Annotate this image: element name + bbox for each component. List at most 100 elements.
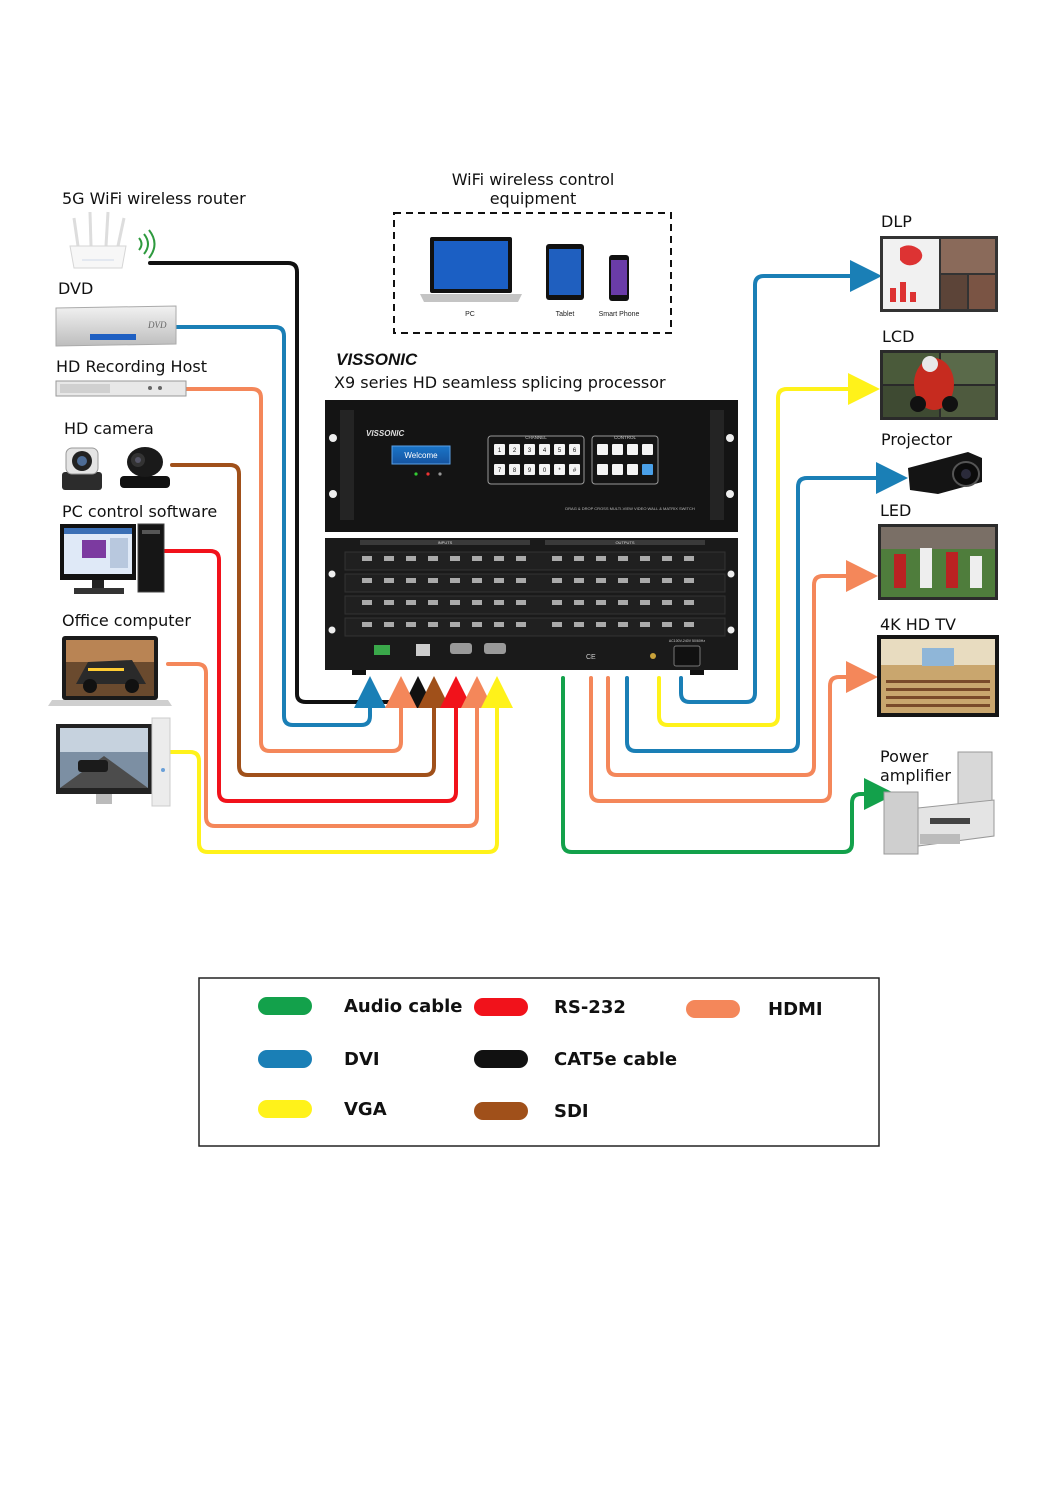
ground-screw xyxy=(650,653,656,659)
tv-device: 4K HD TV xyxy=(877,615,999,717)
output-port xyxy=(662,600,672,605)
control-dashed-box xyxy=(393,212,672,334)
output-port xyxy=(640,622,650,627)
channel-key-label: 9 xyxy=(528,468,532,474)
input-port xyxy=(406,622,416,627)
input-port xyxy=(362,556,372,561)
input-port xyxy=(428,600,438,605)
rj45-port xyxy=(416,644,430,656)
input-port xyxy=(516,556,526,561)
led-hdmi-wire xyxy=(606,560,878,777)
rear-ports xyxy=(344,551,726,637)
legend-label: Audio cable xyxy=(344,996,463,1017)
projector-label: Projector xyxy=(881,430,953,449)
amp-label-1: Power xyxy=(880,747,929,766)
channel-key xyxy=(554,444,565,455)
dvd-label: DVD xyxy=(58,279,93,298)
output-port xyxy=(552,578,562,583)
output-port xyxy=(640,578,650,583)
lcd-label: LCD xyxy=(882,327,914,346)
laptop-icon xyxy=(420,237,522,302)
processor-model: X9 series HD seamless splicing processor xyxy=(334,373,666,392)
input-port xyxy=(516,578,526,583)
input-port xyxy=(450,600,460,605)
control-key xyxy=(597,464,608,475)
legend-swatch xyxy=(686,1000,740,1018)
output-port xyxy=(684,556,694,561)
svg-text:CE: CE xyxy=(586,654,596,661)
control-key xyxy=(627,444,638,455)
channel-key xyxy=(524,444,535,455)
legend-label: VGA xyxy=(344,1099,387,1120)
input-port xyxy=(472,578,482,583)
channel-key xyxy=(494,464,505,475)
input-port xyxy=(362,622,372,627)
control-equipment: WiFi wireless control equipment PC Table… xyxy=(393,170,672,334)
channel-key xyxy=(569,464,580,475)
channel-key-label: 7 xyxy=(498,468,502,474)
office-hdmi-wire xyxy=(166,662,493,828)
dlp-label: DLP xyxy=(881,212,912,231)
output-port xyxy=(618,556,628,561)
output-port xyxy=(684,600,694,605)
tablet-icon xyxy=(546,244,584,300)
rs232-port xyxy=(450,643,472,654)
output-port xyxy=(684,622,694,627)
output-port xyxy=(596,622,606,627)
vga-port xyxy=(484,643,506,654)
channel-key-label: # xyxy=(573,468,577,474)
camera-device: HD camera xyxy=(62,419,170,490)
pc-software-label: PC control software xyxy=(62,502,217,521)
channel-key-label: 3 xyxy=(528,448,532,454)
io-card xyxy=(344,551,726,571)
output-port xyxy=(574,578,584,583)
channel-key xyxy=(539,444,550,455)
tv-hdmi-wire xyxy=(589,661,878,803)
input-port xyxy=(516,600,526,605)
input-port xyxy=(406,556,416,561)
control-key xyxy=(642,464,653,475)
pc-rs232-wire xyxy=(162,549,472,803)
input-port xyxy=(472,600,482,605)
input-port xyxy=(384,622,394,627)
projector-dvi-wire xyxy=(625,462,908,753)
output-port xyxy=(662,556,672,561)
dlp-dvi-wire xyxy=(679,260,882,704)
processor: VISSONIC X9 series HD seamless splicing … xyxy=(325,350,738,675)
outputs-label: OUTPUTS xyxy=(615,540,634,545)
input-port xyxy=(362,578,372,583)
projector-device: Projector xyxy=(881,430,982,494)
channel-label: CHANNEL xyxy=(525,435,547,440)
input-port xyxy=(472,622,482,627)
lcd-vga-wire xyxy=(657,373,880,727)
input-port xyxy=(362,600,372,605)
phone-icon xyxy=(609,255,629,301)
monitor-vga-wire xyxy=(168,676,513,854)
terminal-block xyxy=(374,645,390,655)
output-port xyxy=(662,622,672,627)
legend-label: RS-232 xyxy=(554,997,626,1018)
channel-key-label: 8 xyxy=(513,468,517,474)
io-card xyxy=(344,617,726,637)
output-port xyxy=(684,578,694,583)
tv-label: 4K HD TV xyxy=(880,615,956,634)
control-key xyxy=(612,464,623,475)
output-port xyxy=(574,556,584,561)
panel-footer: DRAG & DROP CROSS MULTI-VIEW VIDEO WALL … xyxy=(565,506,695,511)
control-key xyxy=(627,464,638,475)
control-group xyxy=(591,435,659,485)
input-port xyxy=(494,600,504,605)
control-key xyxy=(612,444,623,455)
channel-key-label: 1 xyxy=(498,448,502,454)
legend-swatch xyxy=(258,997,312,1015)
input-port xyxy=(494,578,504,583)
led-label: LED xyxy=(880,501,911,520)
pc-software-device: PC control software xyxy=(60,502,217,594)
legend-label: CAT5e cable xyxy=(554,1049,677,1070)
output-port xyxy=(596,600,606,605)
input-wires xyxy=(148,261,513,854)
output-port xyxy=(552,556,562,561)
output-port xyxy=(618,622,628,627)
